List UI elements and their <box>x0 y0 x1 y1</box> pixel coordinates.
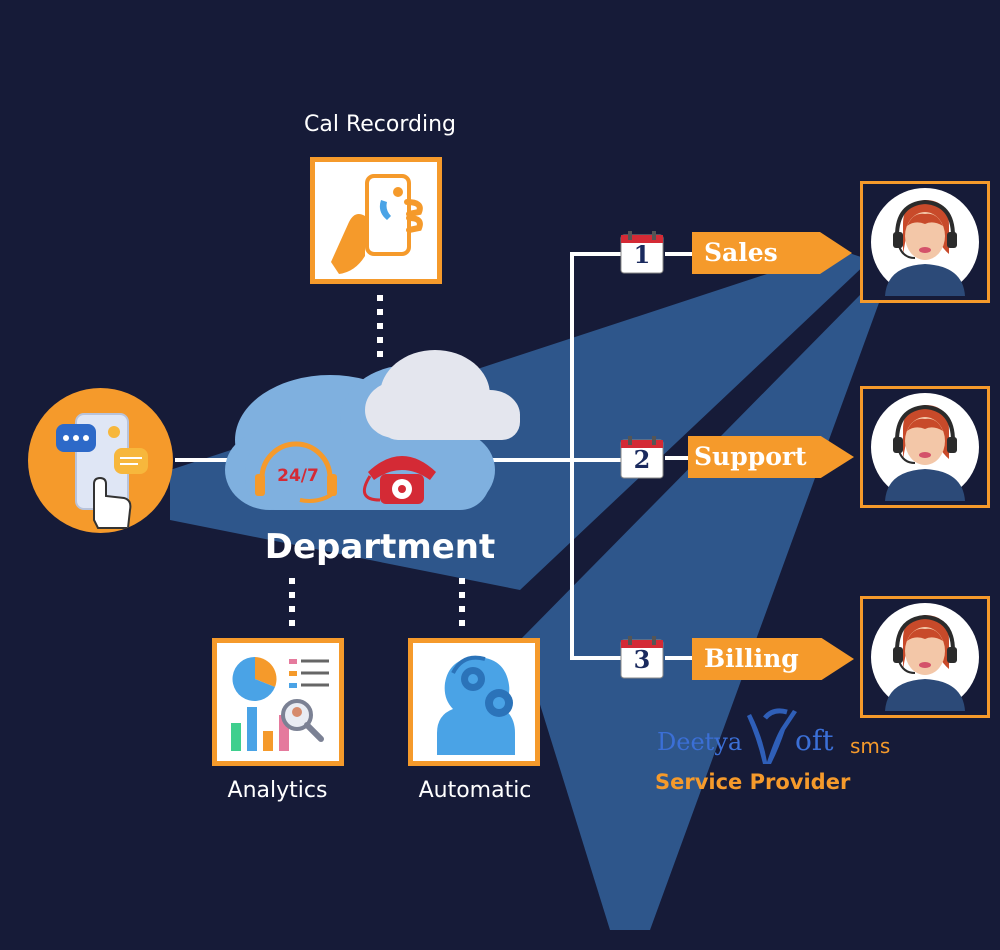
caller-phone-icon <box>28 388 173 533</box>
cloud <box>225 350 520 510</box>
brand-name-part1: Deetya <box>657 728 743 756</box>
cloud-badge: 24/7 <box>277 466 319 486</box>
department-label: Department <box>264 527 496 567</box>
brand-logo: Deetya oft sms Service Provider <box>655 708 915 803</box>
brand-name-part2: oft <box>795 724 834 757</box>
agent-sales-avatar <box>860 181 990 303</box>
brand-s-mark <box>747 708 797 764</box>
calendar-2-icon <box>620 436 664 479</box>
automatic-label: Automatic <box>418 778 532 803</box>
route-2-number: 2 <box>633 445 651 474</box>
call-recording-icon <box>310 157 442 284</box>
automatic-icon <box>408 638 540 766</box>
route-support-tag: Support <box>688 436 854 478</box>
calendar-1-icon <box>620 231 664 274</box>
route-3-number: 3 <box>633 645 651 674</box>
call-recording-label: Cal Recording <box>304 112 456 137</box>
telephone-icon <box>362 456 436 504</box>
route-1-number: 1 <box>633 240 651 269</box>
analytics-icon <box>212 638 344 766</box>
route-sales-tag: Sales <box>692 232 852 274</box>
brand-suffix: sms <box>850 734 891 758</box>
agent-support-avatar <box>860 386 990 508</box>
analytics-label: Analytics <box>227 778 328 803</box>
support-247-icon <box>255 441 337 503</box>
agent-billing-avatar <box>860 596 990 718</box>
route-billing-tag: Billing <box>692 638 854 680</box>
calendar-3-icon <box>620 636 664 679</box>
brand-tagline: Service Provider <box>655 770 851 794</box>
